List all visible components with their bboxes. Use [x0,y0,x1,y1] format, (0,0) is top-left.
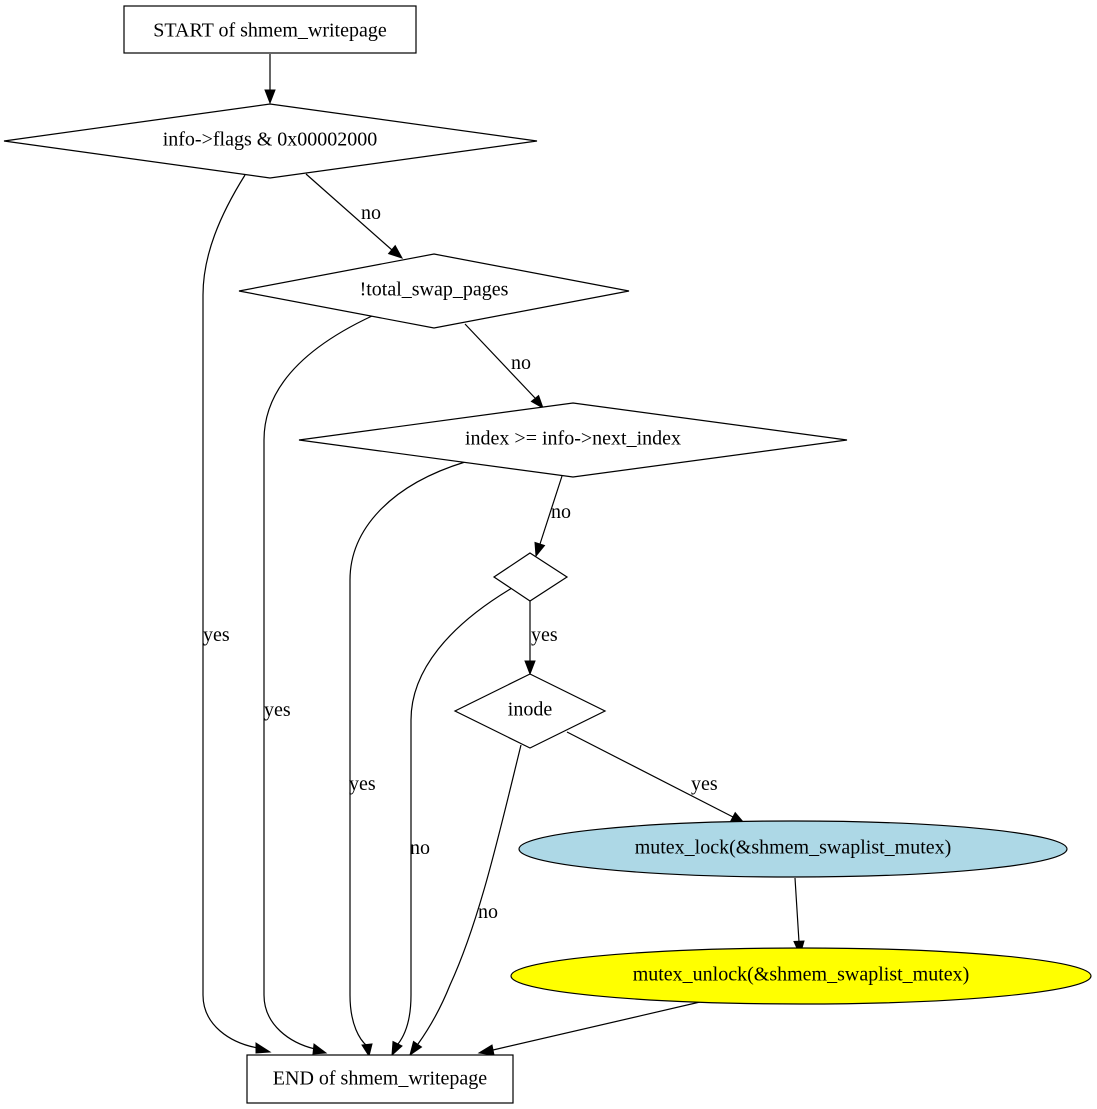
edge-empty-to-inode: yes [524,600,558,676]
edge-label-flags-end: yes [203,624,230,646]
start-node: START of shmem_writepage [123,5,417,54]
edge-inode-to-end: no [409,744,522,1057]
edge-label-index-end: yes [349,773,376,795]
flags-condition-label: info->flags & 0x00002000 [163,129,378,151]
mutex-lock-label: mutex_lock(&shmem_swaplist_mutex) [635,837,952,859]
mutex-lock-node: mutex_lock(&shmem_swaplist_mutex) [518,820,1068,878]
index-condition-node: index >= info->next_index [298,402,848,478]
edge-label-empty-inode: yes [531,624,558,646]
flags-condition-node: info->flags & 0x00002000 [3,103,538,179]
edge-label-swap-index: no [511,352,531,374]
mutex-unlock-node: mutex_unlock(&shmem_swaplist_mutex) [510,947,1092,1005]
edge-label-index-empty: no [551,501,571,523]
edge-swap-to-end: yes [263,315,373,1055]
end-node-label: END of shmem_writepage [273,1068,488,1090]
edge-lock-to-unlock [793,877,805,957]
nodes: START of shmem_writepage info->flags & 0… [3,5,1092,1104]
empty-condition-node [492,552,569,602]
swap-condition-label: !total_swap_pages [360,279,509,301]
edge-label-swap-end: yes [264,699,291,721]
end-node: END of shmem_writepage [246,1054,514,1104]
edge-index-to-empty: no [534,475,571,558]
mutex-unlock-label: mutex_unlock(&shmem_swaplist_mutex) [633,964,970,986]
edge-index-to-end: yes [349,461,466,1058]
edge-unlock-to-end [477,1001,701,1056]
edge-flags-to-swap: no [305,173,404,259]
edge-start-to-flags [264,54,276,105]
start-node-label: START of shmem_writepage [153,20,387,42]
edges: no yes no yes no yes [202,54,805,1058]
edge-flags-to-end: yes [202,174,272,1054]
inode-condition-label: inode [508,699,553,721]
edge-label-inode-end: no [478,901,498,923]
edge-label-empty-end: no [410,837,430,859]
inode-condition-node: inode [453,673,607,749]
edge-label-inode-lock: yes [691,773,718,795]
edge-empty-to-end: no [391,587,513,1057]
edge-swap-to-index: no [464,323,544,410]
swap-condition-node: !total_swap_pages [238,253,630,329]
mutex-unlock-shape [510,947,1092,1005]
index-condition-label: index >= info->next_index [465,428,681,450]
edge-label-flags-swap: no [361,202,381,224]
mutex-lock-shape [518,820,1068,878]
edge-inode-to-lock: yes [566,731,746,824]
